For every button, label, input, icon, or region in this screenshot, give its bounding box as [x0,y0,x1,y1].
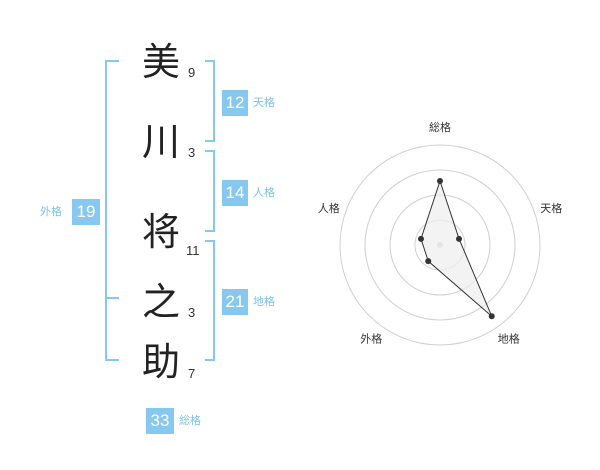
radar-axis-label: 外格 [360,332,382,346]
stroke-count-1: 9 [188,65,196,80]
jinkaku-bracket [205,150,215,232]
name-char-3: 将 [141,210,180,254]
stroke-count-3: 11 [186,243,200,258]
radar-ring [364,169,516,321]
radar-axis-label: 人格 [318,201,340,215]
radar-point-5 [417,235,424,242]
stroke-count-5: 7 [188,366,196,381]
tenkaku-label: 天格 [253,96,275,109]
radar-ring [339,144,541,346]
jinkaku-label: 人格 [253,186,275,199]
tenkaku-score: 12 [222,90,248,116]
name-char-1: 美 [141,40,180,84]
soukaku-score: 33 [146,408,174,434]
name-char-5: 助 [141,340,180,384]
chikaku-score: 21 [222,289,248,315]
radar-polygon [420,179,493,317]
radar-axis-label: 天格 [540,201,562,215]
radar-point-2 [456,235,463,242]
tenkaku-bracket [205,60,215,142]
gaikaku-score: 19 [72,199,100,225]
gaikaku-bracket [105,60,119,361]
soukaku-label: 総格 [179,414,201,427]
stroke-count-4: 3 [188,305,196,320]
radar-axis-label: 総格 [429,120,451,134]
chikaku-label: 地格 [253,295,275,308]
gaikaku-label: 外格 [40,205,62,218]
radar-point-4 [425,258,432,265]
stroke-count-2: 3 [188,145,196,160]
name-char-2: 川 [141,120,180,164]
name-char-4: 之 [141,280,180,324]
radar-axis-label: 地格 [498,332,520,346]
gaikaku-bracket-divider [105,297,119,299]
chikaku-bracket [205,240,215,361]
jinkaku-score: 14 [222,180,248,206]
radar-point-3 [488,313,495,320]
radar-point-1 [437,178,443,184]
